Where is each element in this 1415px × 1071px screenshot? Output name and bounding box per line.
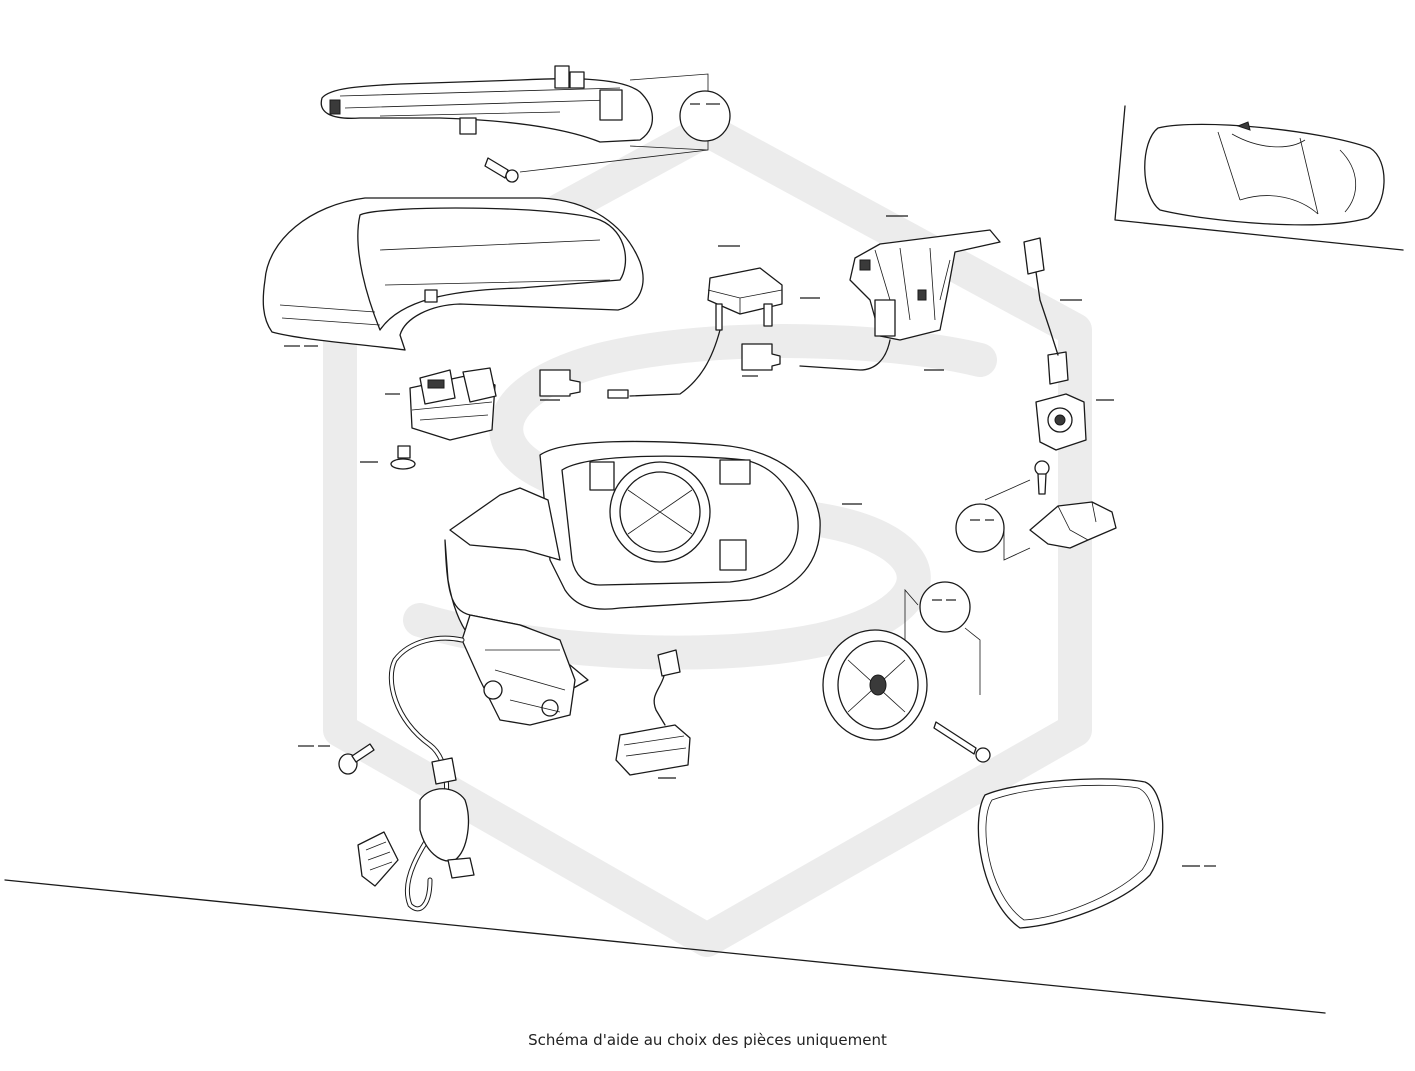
part-fixing-screw — [390, 445, 416, 470]
part-housing-screw — [338, 743, 375, 775]
wire-adapter — [1035, 271, 1059, 356]
detail-circle-1 — [679, 90, 731, 142]
part-heating-module — [615, 649, 691, 776]
part-mirror-cover — [262, 197, 644, 351]
part-mirror-motor-unit — [409, 367, 497, 441]
part-indicator-light — [320, 65, 653, 143]
part-wiring-harness — [388, 635, 475, 912]
part-camera-bracket — [1029, 501, 1117, 549]
ground-line — [4, 879, 1326, 1014]
detail-circle-3 — [919, 581, 971, 633]
reference-markers — [284, 215, 1216, 867]
part-mirror-housing-base — [461, 614, 576, 726]
leader-lines-2 — [984, 479, 1031, 561]
part-camera-screw — [1034, 460, 1050, 495]
part-mirror-glass — [977, 778, 1164, 929]
part-connector-plug-2 — [741, 343, 781, 371]
part-connector-plug-1 — [539, 369, 629, 399]
part-glass-screw — [933, 721, 991, 763]
diagram-caption: Schéma d'aide au choix des pièces unique… — [528, 1031, 887, 1049]
part-control-module — [707, 267, 783, 331]
part-cable-adapter — [1023, 237, 1069, 385]
part-camera-unit — [1035, 393, 1087, 451]
wire-bracket — [799, 339, 891, 371]
part-harness-connector — [357, 831, 399, 887]
car-thumbnail — [1114, 105, 1404, 251]
part-indicator-screw — [484, 157, 519, 183]
part-adjustment-motor — [822, 629, 928, 741]
leader-lines-3 — [904, 588, 981, 695]
wire-control — [629, 329, 721, 397]
part-mounting-bracket — [849, 229, 1001, 341]
detail-circle-2 — [955, 503, 1005, 553]
